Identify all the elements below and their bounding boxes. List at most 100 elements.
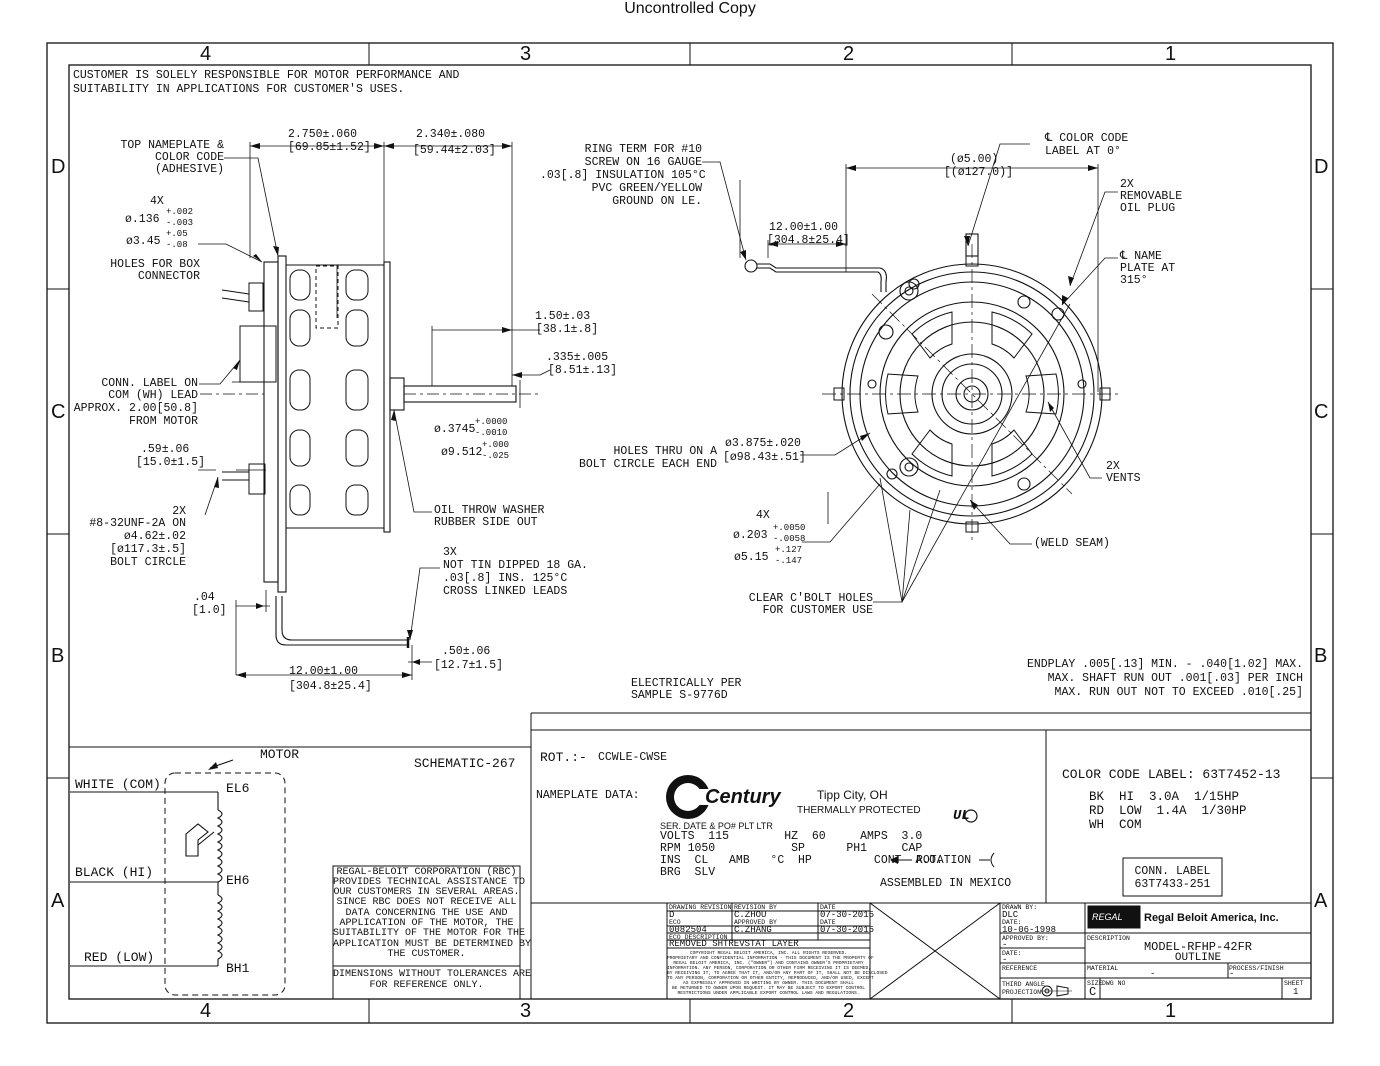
nameplate-assembled: ASSEMBLED IN MEXICO <box>880 877 1012 890</box>
conn-label-line-2: COM (WH) LEAD <box>108 389 198 402</box>
ring-term-line-3: .03[.8] INSULATION 105°C <box>540 169 706 182</box>
tb-revision: D <box>669 910 675 920</box>
tb-eco-desc: REMOVED SHTREVSTAT LAYER <box>669 939 799 949</box>
bolt-circle-dim-metric: [ø98.43±.51] <box>723 451 806 464</box>
tb-sheet-header: SHEET <box>1284 980 1304 987</box>
cbolt-metric: ø5.15 <box>734 551 769 564</box>
dim-2340: 2.340±.080 <box>416 128 486 141</box>
tb-drawn-date-header: DATE: <box>1002 919 1022 926</box>
holes-metric: ø3.45 <box>126 235 161 248</box>
tb-approved-date2-header: DATE: <box>1002 950 1022 957</box>
customer-note-line-2: SUITABILITY IN APPLICATIONS FOR CUSTOMER… <box>73 83 405 96</box>
row-label-b-right: B <box>1314 645 1328 667</box>
tb-model: MODEL-RFHP-42FR <box>1143 940 1253 954</box>
oil-throw-line-2: RUBBER SIDE OUT <box>434 516 538 529</box>
rbc-note-line-9: THE CUSTOMER. <box>387 949 466 960</box>
tb-eco-header: ECO <box>669 919 681 926</box>
dims-note-line-1: DIMENSIONS WITHOUT TOLERANCES ARE <box>333 969 532 980</box>
row-label-a-right: A <box>1314 890 1328 912</box>
terminal-bh1: BH1 <box>226 961 250 976</box>
ring-term-line-5: GROUND ON LE. <box>612 195 702 208</box>
tb-approved-date2: - <box>1002 955 1008 965</box>
tb-copyright-line-5: BY RECEIVING IT, TO AGREE THAT IT, AND/O… <box>667 971 888 976</box>
tb-size-header: SIZE <box>1087 980 1103 987</box>
rbc-note-line-2: PROVIDES TECHNICAL ASSISTANCE TO <box>333 877 526 888</box>
schematic-title: SCHEMATIC-267 <box>414 756 516 771</box>
col-label-1: 1 <box>1165 43 1177 65</box>
studs-line-3: ø4.62±.02 <box>123 530 186 543</box>
studs-line-5: BOLT CIRCLE <box>110 556 186 569</box>
rbc-note-line-3: OUR CUSTOMERS IN SEVERAL AREAS. <box>333 887 520 898</box>
tb-copyright-line-6: TO ANY PERSON, CORPORATION OR OTHER ENTI… <box>667 976 874 981</box>
holes-label-line-2: CONNECTOR <box>137 270 200 283</box>
tb-third-angle-line-2: PROJECTION <box>1002 989 1042 996</box>
tb-drawn-date: 10-06-1998 <box>1002 925 1057 935</box>
dia-500-metric: [(ø127.0)] <box>944 166 1014 179</box>
tb-copyright-line-8: BE RETURNED TO OWNER UPON REQUEST. IT MA… <box>672 986 865 991</box>
dim-2340-metric: [59.44±2.03] <box>413 144 496 157</box>
electrically-note-line-2: SAMPLE S-9776D <box>631 689 728 702</box>
century-logo-mark <box>666 775 718 819</box>
color-code-cl-line-2: LABEL AT 0° <box>1045 145 1121 158</box>
terminal-eh6: EH6 <box>226 873 250 888</box>
tb-date-header: DATE <box>820 904 836 911</box>
shaft-tol-minus: -.0010 <box>475 428 508 438</box>
leads-line-2: NOT TIN DIPPED 18 GA. <box>443 559 588 572</box>
oil-plug-line-3: OIL PLUG <box>1120 202 1176 215</box>
row-label-a: A <box>51 890 65 912</box>
endplay-note-line-3: MAX. RUN OUT NOT TO EXCEED .010[.25] <box>1054 686 1303 699</box>
holes-label-line-1: HOLES FOR BOX <box>110 258 200 271</box>
tb-material-header: MATERIAL <box>1087 965 1119 972</box>
col-label-4-bottom: 4 <box>200 1000 212 1022</box>
tb-drawn-by-header: DRAWN BY: <box>1002 904 1038 911</box>
col-label-4: 4 <box>200 43 212 65</box>
terminal-el6: EL6 <box>226 781 250 796</box>
nameplate-ser-date: SER. DATE & PO# PLT LTR <box>660 821 773 831</box>
shaft-metric-plus: +.000 <box>482 440 510 450</box>
tb-approved-by2: - <box>1002 940 1008 950</box>
rbc-note-line-5: DATA CONCERNING THE USE AND <box>345 908 508 919</box>
tb-drawn-by: DLC <box>1002 910 1019 920</box>
dim-335: .335±.005 <box>546 351 609 364</box>
dim-2750: 2.750±.060 <box>288 128 358 141</box>
tb-revision-by-header: REVISION BY <box>734 904 777 911</box>
oil-plug-line-1: 2X <box>1120 178 1134 191</box>
conn-label-line-3: APPROX. 2.00[50.8] <box>73 402 198 415</box>
holes-tol-minus: -.003 <box>166 218 194 228</box>
nameplate-brg: BRG SLV <box>660 866 716 879</box>
name-plate-line-3: 315° <box>1120 274 1148 287</box>
holes-thru-line-2: BOLT CIRCLE EACH END <box>578 458 717 471</box>
century-brand: Century <box>705 786 781 808</box>
col-label-2: 2 <box>843 43 855 65</box>
tb-copyright-line-3: REGAL BELOIT AMERICA, INC. ("OWNER") AND… <box>673 961 864 966</box>
dim-2750-metric: [69.85±1.52] <box>288 141 371 154</box>
tb-material: - <box>1150 969 1156 979</box>
holes-dia: ø.136 <box>125 213 160 226</box>
tb-process-header: PROCESS/FINISH <box>1229 965 1284 972</box>
tb-approved-by-header: APPROVED BY <box>734 919 777 926</box>
tb-size: C <box>1089 985 1097 999</box>
rbc-note-line-8: APPLICATION MUST BE DETERMINED BY <box>333 939 532 950</box>
holes-tol-plus: +.002 <box>166 207 194 217</box>
rbc-note-line-4: SINCE RBC DOES NOT RECEIVE ALL <box>336 897 517 908</box>
weld-seam: (WELD SEAM) <box>1034 537 1110 550</box>
row-label-d: D <box>51 156 66 178</box>
ring-term-line-4: PVC GREEN/YELLOW <box>591 182 702 195</box>
ground-dim-1200: 12.00±1.00 <box>769 221 839 234</box>
endplay-note-line-2: MAX. SHAFT RUN OUT .001[.03] PER INCH <box>1047 672 1303 685</box>
shaft-tol-plus: +.0000 <box>475 417 508 427</box>
cbolt-metric-minus: -.147 <box>775 556 803 566</box>
tb-dwg-no-header: DWG NO <box>1102 980 1126 987</box>
dims-note-line-2: FOR REFERENCE ONLY. <box>369 980 484 991</box>
dia-500: (ø5.00) <box>950 153 999 166</box>
customer-note-line-1: CUSTOMER IS SOLELY RESPONSIBLE FOR MOTOR… <box>73 69 460 82</box>
tb-third-angle-line-1: THIRD ANGLE <box>1002 981 1045 988</box>
tb-eco-desc-header: ECO DESCRIPTION <box>669 934 728 941</box>
tb-company: Regal Beloit America, Inc. <box>1144 912 1279 924</box>
rotation-label: ROT.:- <box>540 750 587 765</box>
top-nameplate-line-3: (ADHESIVE) <box>154 163 224 176</box>
ground-dim-1200-metric: [304.8±25.4] <box>767 234 850 247</box>
cbolt-metric-plus: +.127 <box>775 545 803 555</box>
